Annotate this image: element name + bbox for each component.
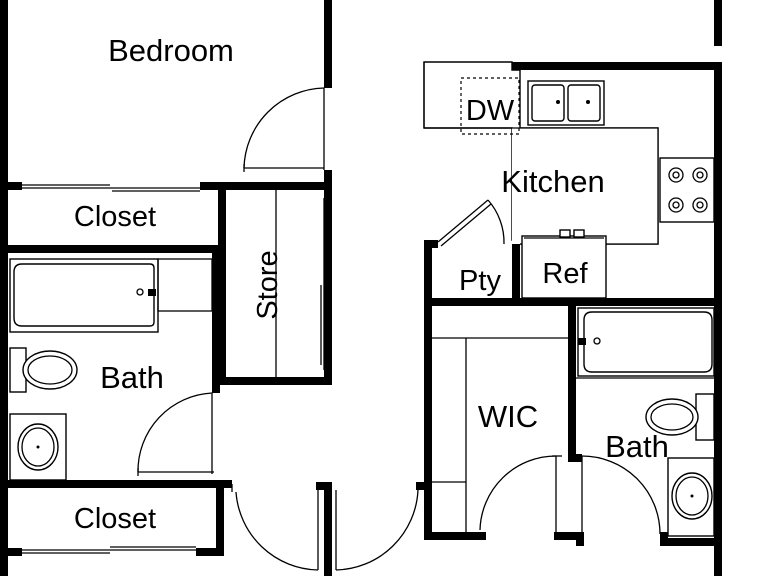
- dishwasher: [460, 77, 520, 135]
- left-sink: [9, 413, 67, 481]
- walls: [0, 0, 722, 576]
- kitchen-counter: [423, 61, 659, 245]
- room-label-bath-left: Bath: [100, 360, 164, 395]
- room-label-kitchen: Kitchen: [501, 164, 604, 199]
- kitchen-sink: [527, 80, 605, 126]
- room-label-pantry: Pty: [459, 265, 501, 297]
- closet-tracks: [22, 184, 714, 554]
- room-label-closet-bottom: Closet: [74, 503, 156, 535]
- room-label-bath-right: Bath: [605, 429, 669, 464]
- room-label-store: Store: [252, 250, 284, 319]
- room-label-wic: WIC: [478, 399, 538, 434]
- refrigerator: [521, 229, 607, 299]
- right-toilet: [645, 393, 715, 441]
- stove: [659, 157, 715, 223]
- doors: [137, 87, 661, 571]
- left-toilet: [9, 347, 78, 393]
- room-label-closet-top: Closet: [74, 201, 156, 233]
- left-bathtub: [9, 258, 213, 333]
- right-bathtub: [577, 307, 715, 377]
- right-sink: [667, 457, 715, 537]
- room-label-bedroom: Bedroom: [108, 33, 234, 68]
- label-refrigerator: Ref: [542, 258, 588, 290]
- label-dishwasher: DW: [466, 95, 515, 127]
